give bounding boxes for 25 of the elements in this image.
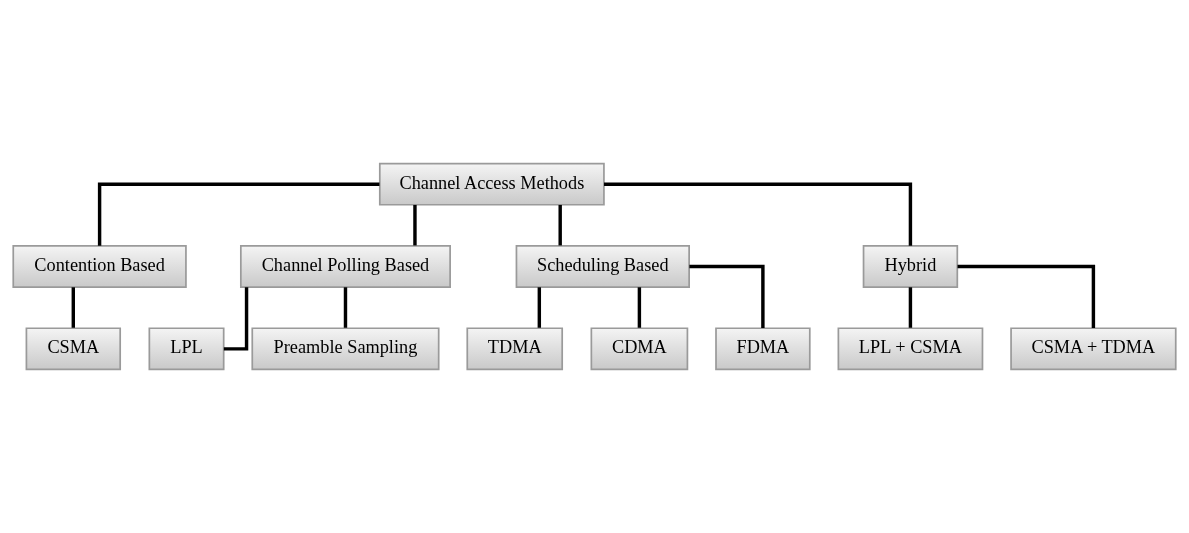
connector — [604, 182, 913, 246]
node-box: LPL + CSMA — [837, 327, 984, 371]
node-box: CSMA + TDMA — [1010, 327, 1177, 371]
node-box: Scheduling Based — [515, 245, 690, 288]
node-box: TDMA — [466, 327, 564, 371]
connector — [689, 264, 765, 329]
connector — [558, 204, 562, 246]
node-box: Hybrid — [862, 245, 959, 288]
node-box: CSMA — [25, 327, 122, 371]
connector — [413, 204, 417, 246]
connector — [97, 182, 380, 246]
node-box: LPL — [148, 327, 225, 371]
node-box: Channel Polling Based — [240, 245, 451, 288]
connector — [343, 287, 348, 328]
node-box: Contention Based — [12, 245, 187, 288]
connector — [908, 287, 913, 328]
connector — [71, 287, 75, 328]
node-box: FDMA — [715, 327, 811, 371]
node-box: Channel Access Methods — [378, 162, 605, 206]
node-box: Preamble Sampling — [251, 327, 440, 371]
connector — [537, 287, 542, 328]
node-box: CDMA — [590, 327, 689, 371]
connector — [957, 264, 1096, 329]
connector — [223, 287, 249, 351]
connector — [637, 287, 642, 328]
